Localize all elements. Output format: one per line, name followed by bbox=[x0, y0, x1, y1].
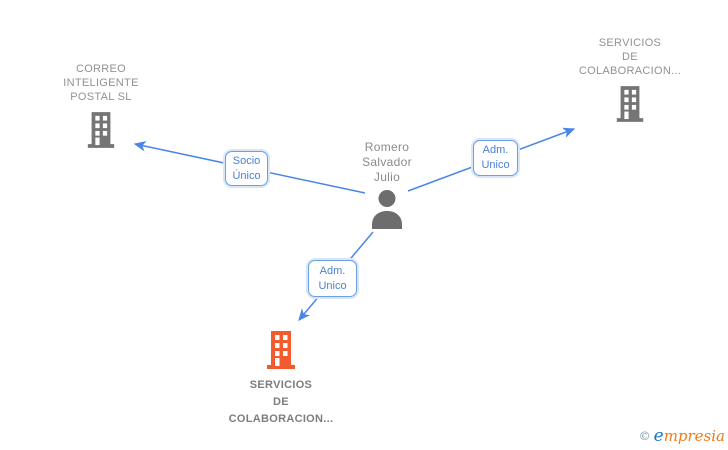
company-name: SERVICIOS DE COLABORACION... bbox=[578, 37, 682, 77]
company-name: CORREO INTELIGENTE POSTAL SL bbox=[63, 63, 139, 103]
person-name: Romero Salvador Julio bbox=[362, 140, 412, 184]
building-icon bbox=[267, 331, 295, 369]
building-icon bbox=[616, 86, 644, 122]
company-node-servicios-top[interactable]: SERVICIOS DE COLABORACION... bbox=[565, 36, 695, 122]
brand-initial: e bbox=[653, 426, 664, 446]
edge-label-adm-unico-down: Adm. Unico bbox=[308, 260, 357, 297]
empresia-logo[interactable]: ©empresia bbox=[639, 426, 725, 446]
copyright-icon: © bbox=[638, 429, 651, 443]
company-name: SERVICIOS DE COLABORACION... bbox=[228, 379, 334, 425]
person-node-romero-salvador-julio[interactable]: Romero Salvador Julio bbox=[337, 140, 437, 229]
building-icon bbox=[87, 112, 115, 148]
brand-text: mpresia bbox=[663, 427, 725, 445]
edge-label-adm-unico-right: Adm. Unico bbox=[473, 140, 518, 176]
company-node-servicios-main[interactable]: SERVICIOS DE COLABORACION... bbox=[216, 331, 346, 428]
person-icon bbox=[372, 190, 402, 229]
company-node-correo-inteligente[interactable]: CORREO INTELIGENTE POSTAL SL bbox=[36, 62, 166, 148]
edge-label-socio-unico: Socio Único bbox=[225, 151, 268, 186]
